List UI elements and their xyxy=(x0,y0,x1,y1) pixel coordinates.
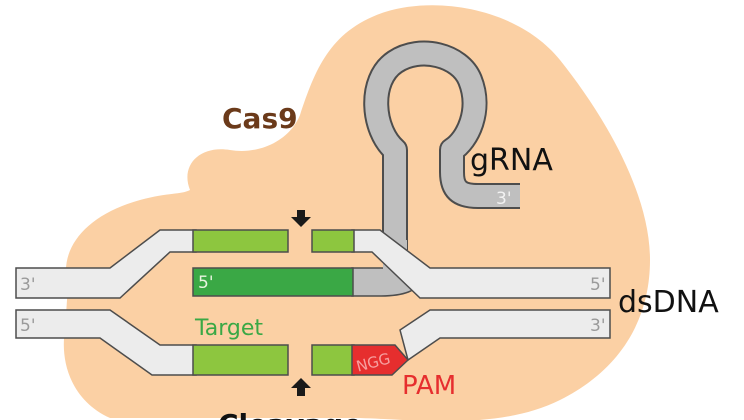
pam-label: PAM xyxy=(402,371,456,401)
grna-3prime-end: 3' xyxy=(496,189,512,209)
pam-sequence-block xyxy=(351,344,410,376)
nontarget-strand-right xyxy=(311,344,355,376)
target-strand-upper-right xyxy=(311,229,355,253)
dsdna-label: dsDNA xyxy=(618,285,719,320)
grna-label: gRNA xyxy=(470,143,553,178)
top-strand-left-3prime: 3' xyxy=(20,275,36,295)
grna-hairpin-fill xyxy=(365,42,520,250)
cut-marker-bottom-arrow-icon xyxy=(291,378,311,396)
target-strand-upper-left xyxy=(192,229,289,253)
target-strand-dark xyxy=(192,267,354,297)
target-label: Target xyxy=(194,316,263,341)
bottom-strand-left-5prime: 5' xyxy=(20,316,36,336)
cleavage-label-partial: Cleavage xyxy=(218,408,362,420)
top-strand-right-5prime: 5' xyxy=(590,275,606,295)
cas9-label: Cas9 xyxy=(222,102,298,135)
dna-top-strand-right xyxy=(351,229,611,299)
nontarget-strand-left xyxy=(192,344,289,376)
cut-marker-top-arrow-icon xyxy=(291,210,311,227)
bottom-strand-right-3prime: 3' xyxy=(590,316,606,336)
target-5prime-end: 5' xyxy=(198,273,214,293)
